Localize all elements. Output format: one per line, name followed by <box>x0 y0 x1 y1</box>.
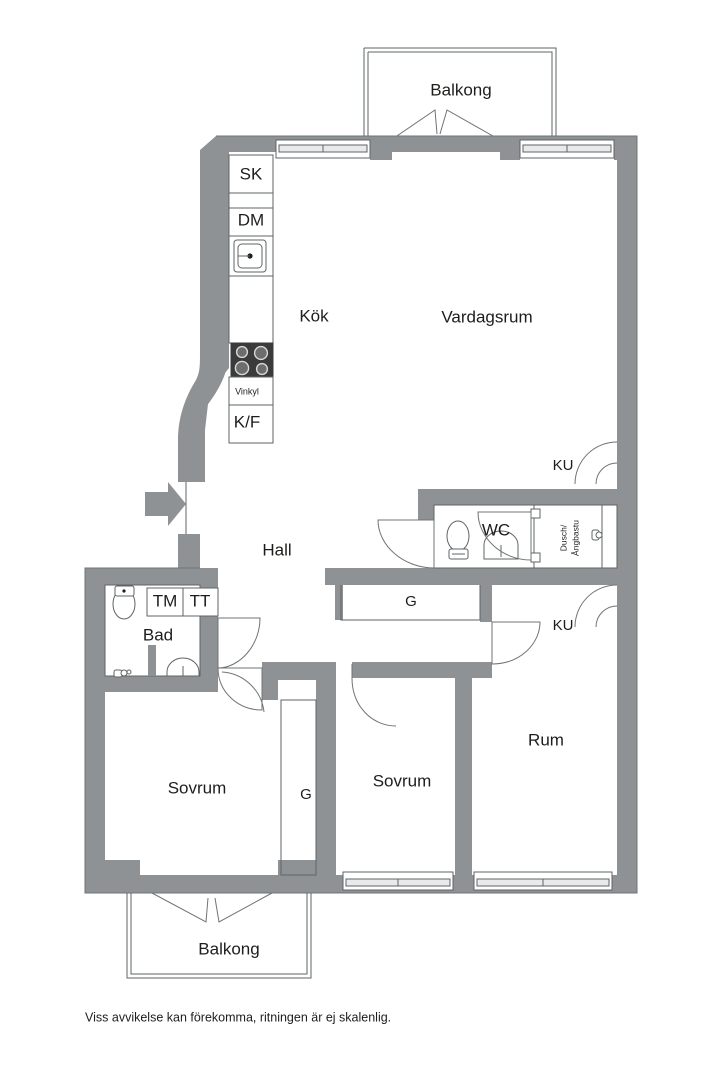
room-labels: Balkong Kök Vardagsrum Hall WC Bad Sovru… <box>143 80 564 958</box>
washbasin-icon <box>483 530 519 560</box>
toilet-icon <box>112 585 136 620</box>
closet-label-g-hall: G <box>405 593 417 610</box>
closet-labels: KU KU G G <box>300 457 573 803</box>
stove-hob-icon <box>230 342 274 378</box>
appliance-label-tm: TM <box>153 591 178 610</box>
appliance-label-kf: K/F <box>234 412 260 431</box>
wc-room <box>377 504 618 569</box>
floor-drain-icon <box>113 669 132 678</box>
room-label-wc: WC <box>482 520 510 539</box>
room-label-kok: Kök <box>299 306 329 325</box>
closet-label-g-sovrum: G <box>300 786 312 803</box>
toilet-icon <box>446 520 470 560</box>
appliance-labels: SK DM Vinkyl K/F TM TT <box>153 164 265 610</box>
closet-ku-bottom[interactable] <box>574 584 618 628</box>
window-livingroom-top <box>519 139 615 159</box>
room-label-hall: Hall <box>262 540 291 559</box>
closet-g-sovrum[interactable] <box>280 699 317 876</box>
balcony-bottom <box>126 892 312 979</box>
room-label-balkong-top: Balkong <box>430 80 491 99</box>
closet-label-ku-top: KU <box>553 457 574 474</box>
entrance-arrow-icon <box>145 482 186 526</box>
wall-structure <box>85 136 637 893</box>
window-rum-bottom <box>473 871 613 891</box>
closet-label-ku-bottom: KU <box>553 617 574 634</box>
dusch-angbastu-line2: Ångbastu <box>570 520 580 556</box>
room-label-bad: Bad <box>143 625 173 644</box>
kitchen-appliance-run <box>228 154 274 444</box>
shower-mixer-icon <box>591 529 603 541</box>
room-label-balkong-bot: Balkong <box>198 939 259 958</box>
closet-g-hall[interactable] <box>340 585 481 621</box>
appliance-label-tt: TT <box>190 591 211 610</box>
appliance-label-sk: SK <box>240 164 263 183</box>
room-label-rum: Rum <box>528 730 564 749</box>
dusch-angbastu-cabin <box>477 504 603 569</box>
wall-inner-outlines <box>84 135 638 894</box>
appliance-label-vinkyl: Vinkyl <box>235 386 259 396</box>
dusch-angbastu-line1: Dusch/ <box>558 524 568 551</box>
dusch-angbastu-label: Dusch/ Ångbastu <box>558 520 580 556</box>
room-label-sovrum-left: Sovrum <box>168 778 227 797</box>
bad-room <box>104 584 261 678</box>
door-swings <box>217 621 541 727</box>
window-sovrum-mid-bottom <box>342 871 454 891</box>
washbasin-icon <box>166 657 200 677</box>
kitchen-sink-icon <box>233 239 267 273</box>
balcony-top <box>363 47 557 141</box>
room-label-vardagsrum: Vardagsrum <box>441 307 532 326</box>
window-kitchen-top <box>275 139 371 159</box>
closet-ku-top[interactable] <box>574 441 618 485</box>
room-label-sovrum-mid: Sovrum <box>373 771 432 790</box>
appliance-label-dm: DM <box>238 210 264 229</box>
disclaimer-caption: Viss avvikelse kan förekomma, ritningen … <box>85 1010 391 1024</box>
